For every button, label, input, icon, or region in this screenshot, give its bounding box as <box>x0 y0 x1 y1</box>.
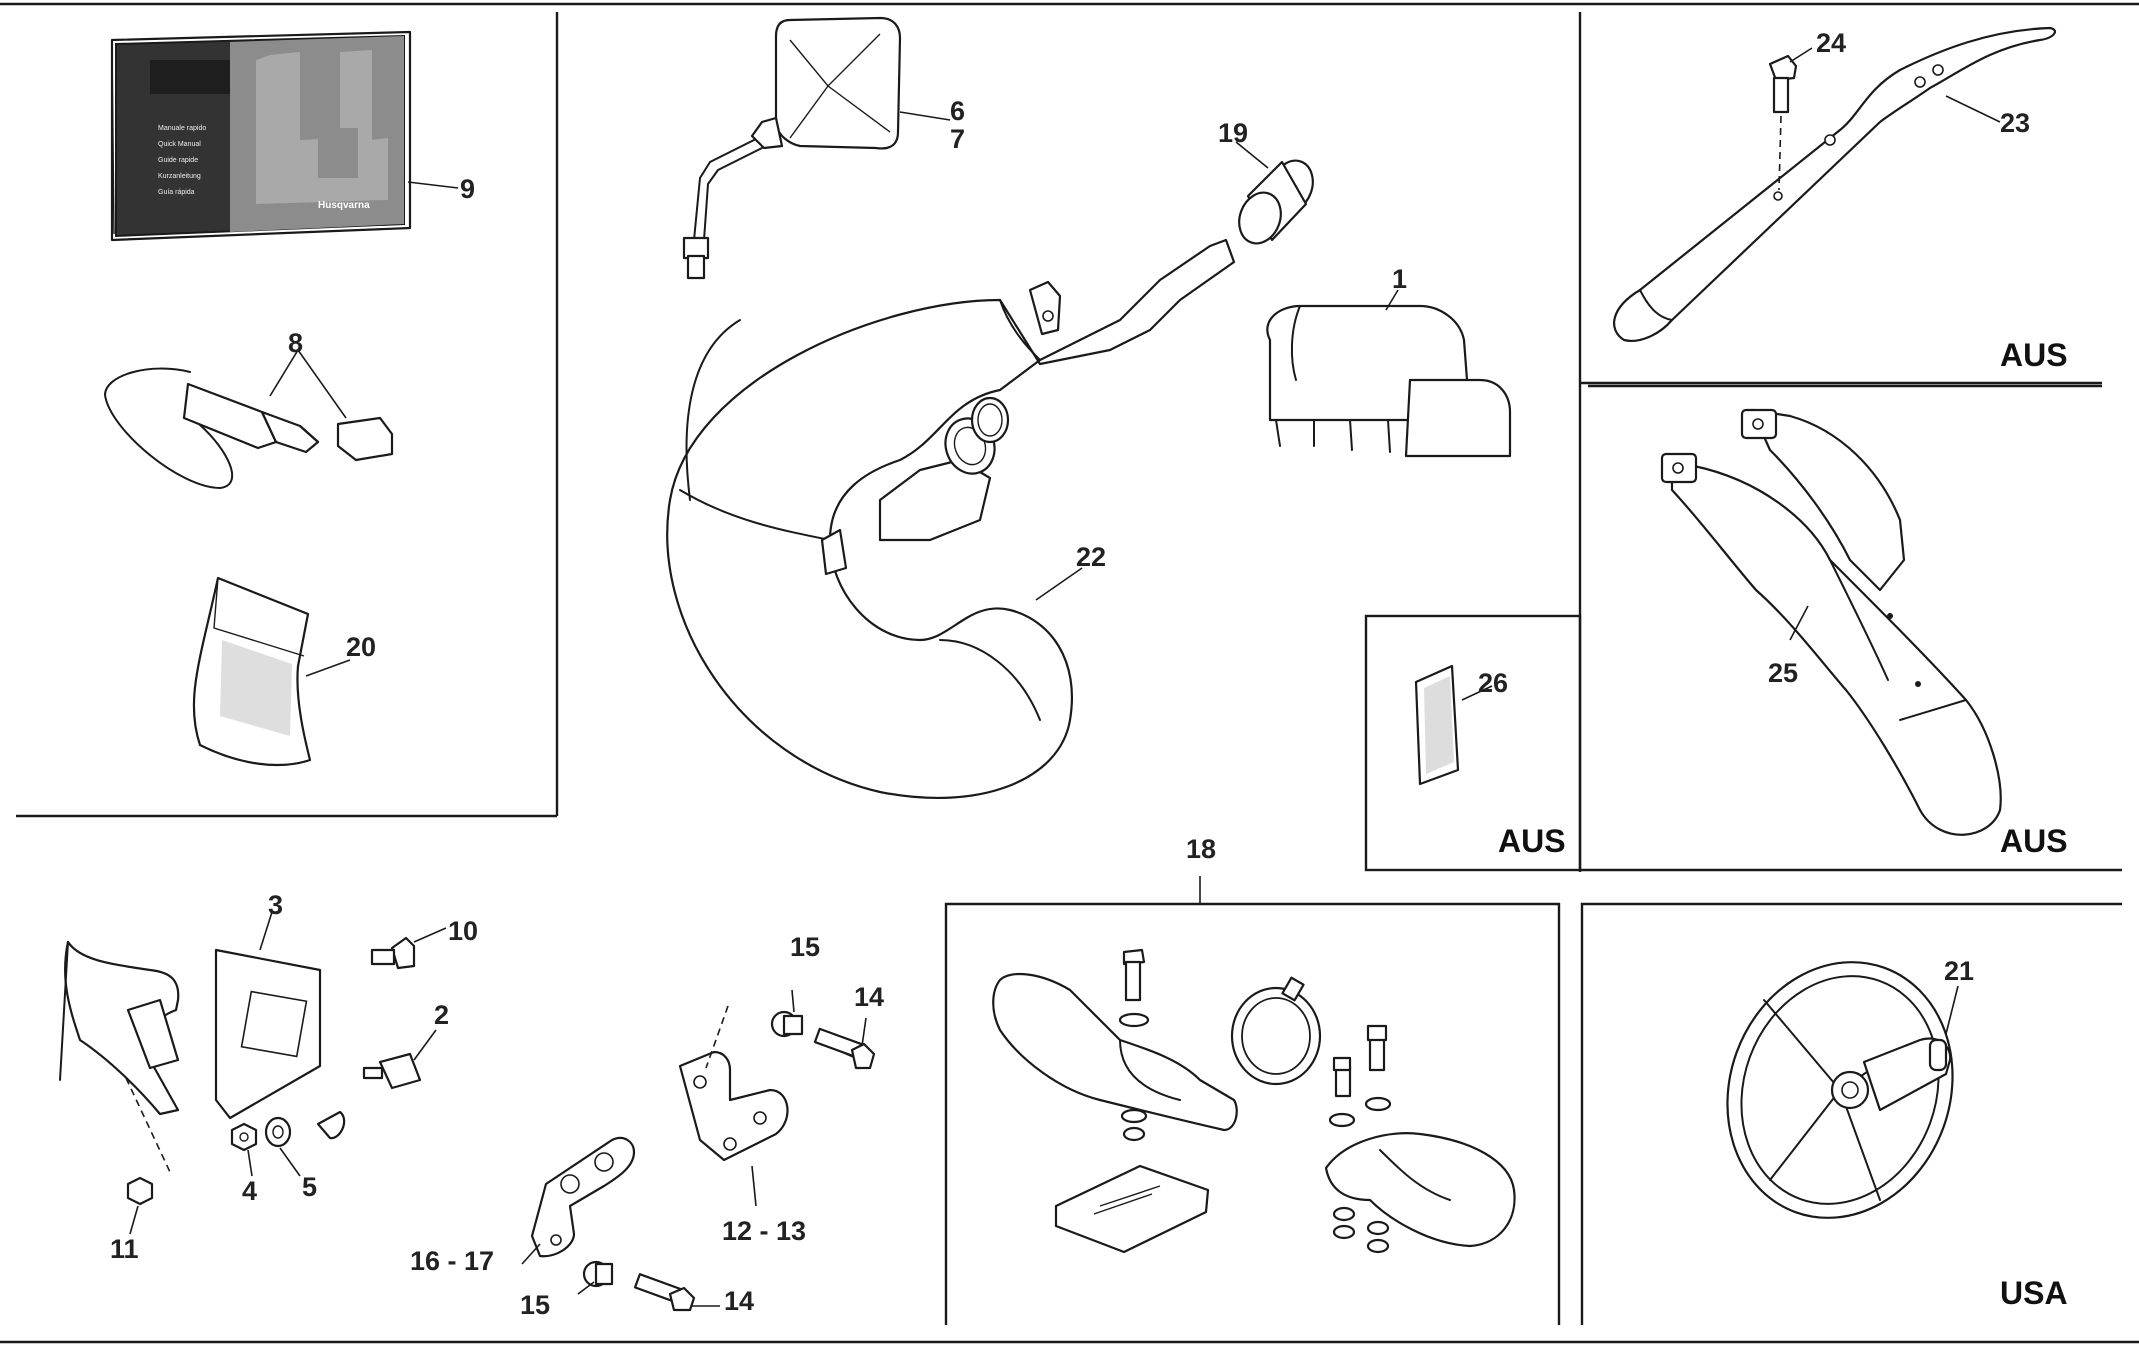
exhaust-rubber-sleeve <box>1235 141 1314 245</box>
document-pouch <box>192 576 351 767</box>
handguard-kit <box>992 876 1516 1254</box>
region-label-aus-sticker: AUS <box>1498 823 1566 859</box>
quick-manual-booklet: Manuale rapido Quick Manual Guide rapide… <box>110 30 459 242</box>
callout-26: 26 <box>1478 668 1508 698</box>
usa-specific-part <box>1726 961 1959 1219</box>
usb-stick <box>104 349 394 489</box>
region-label-aus-fender: AUS <box>2000 823 2068 859</box>
callout-15-lower: 15 <box>520 1290 550 1320</box>
callout-23: 23 <box>2000 108 2030 138</box>
manual-line-4: Kurzanleitung <box>158 173 201 180</box>
reflector-sticker <box>1414 664 1493 786</box>
callout-20: 20 <box>346 632 376 662</box>
callout-14-lower: 14 <box>724 1286 754 1316</box>
bracket-assembly-lower <box>521 1136 720 1312</box>
callout-18: 18 <box>1186 834 1216 864</box>
callout-16-17: 16 - 17 <box>410 1246 494 1276</box>
manual-line-3: Guide rapide <box>158 157 198 164</box>
manual-line-5: Guía rápida <box>158 189 195 196</box>
callout-14-upper: 14 <box>854 982 884 1012</box>
callout-24: 24 <box>1816 28 1846 58</box>
fork-guard-aus <box>1613 26 2057 342</box>
callout-7: 7 <box>950 124 965 154</box>
callout-2: 2 <box>434 1000 449 1030</box>
callout-4: 4 <box>242 1176 257 1206</box>
callout-3: 3 <box>268 890 283 920</box>
callout-10: 10 <box>448 916 478 946</box>
rear-view-mirror <box>682 16 951 280</box>
rear-fender-aus <box>1660 408 2002 836</box>
callout-25: 25 <box>1768 658 1798 688</box>
region-labels: AUS AUS AUS USA <box>1498 337 2068 1311</box>
callout-9: 9 <box>460 174 475 204</box>
callout-11: 11 <box>110 1234 139 1264</box>
license-plate-holder <box>59 911 447 1235</box>
callout-6: 6 <box>950 96 965 126</box>
callout-8: 8 <box>288 328 303 358</box>
exhaust-expansion-chamber <box>666 238 1236 800</box>
exhaust-heat-guard <box>1266 289 1512 458</box>
callout-12-13: 12 - 13 <box>722 1216 806 1246</box>
manual-line-1: Manuale rapido <box>158 125 206 132</box>
callout-19: 19 <box>1218 118 1248 148</box>
callout-21: 21 <box>1944 956 1974 986</box>
callout-22: 22 <box>1076 542 1106 572</box>
bracket-assembly-upper <box>678 989 876 1207</box>
manual-line-2: Quick Manual <box>158 141 201 148</box>
callout-5: 5 <box>302 1172 317 1202</box>
callout-15-upper: 15 <box>790 932 820 962</box>
region-label-aus-fork-guard: AUS <box>2000 337 2068 373</box>
region-label-usa: USA <box>2000 1275 2068 1311</box>
callout-labels: 9 8 20 6 7 19 1 22 24 23 25 26 18 3 10 2… <box>110 28 2030 1320</box>
manual-brand-logo: Husqvarna <box>318 200 370 211</box>
callout-1: 1 <box>1392 264 1407 294</box>
